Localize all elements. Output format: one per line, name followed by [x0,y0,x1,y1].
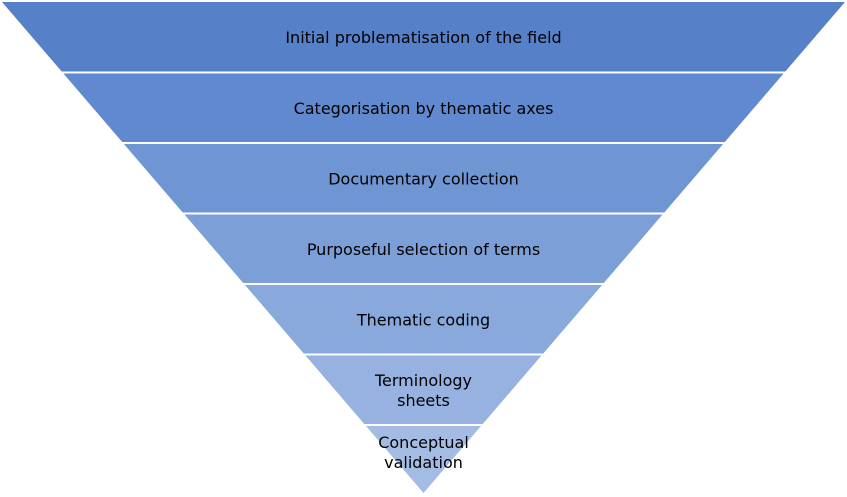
pyramid-level-7 [365,426,482,493]
pyramid-level-4-label-line: Purposeful selection of terms [307,239,540,258]
pyramid-level-3-label-line: Documentary collection [328,169,519,188]
pyramid-level-7-label-line: Conceptual [378,433,469,452]
pyramid-level-7-label-line: validation [384,453,463,472]
pyramid-level-6 [305,355,542,424]
pyramid-level-3-label: Documentary collection [328,169,519,188]
pyramid-level-4 [184,214,663,283]
pyramid-level-2-label: Categorisation by thematic axes [294,98,554,117]
pyramid-level-5-label: Thematic coding [356,310,490,329]
pyramid-level-6-label-line: Terminology [374,370,472,389]
pyramid-level-1-label-line: Initial problematisation of the field [285,27,561,46]
pyramid-level-2 [63,73,784,142]
pyramid-level-6-label-line: sheets [397,390,450,409]
pyramid-level-4-label: Purposeful selection of terms [307,239,540,258]
pyramid-level-2-label-line: Categorisation by thematic axes [294,98,554,117]
pyramid-level-5 [244,285,603,354]
pyramid-level-1 [2,2,845,72]
pyramid-level-1-label: Initial problematisation of the field [285,27,561,46]
pyramid-level-3 [123,144,724,213]
pyramid-level-5-label-line: Thematic coding [356,310,490,329]
